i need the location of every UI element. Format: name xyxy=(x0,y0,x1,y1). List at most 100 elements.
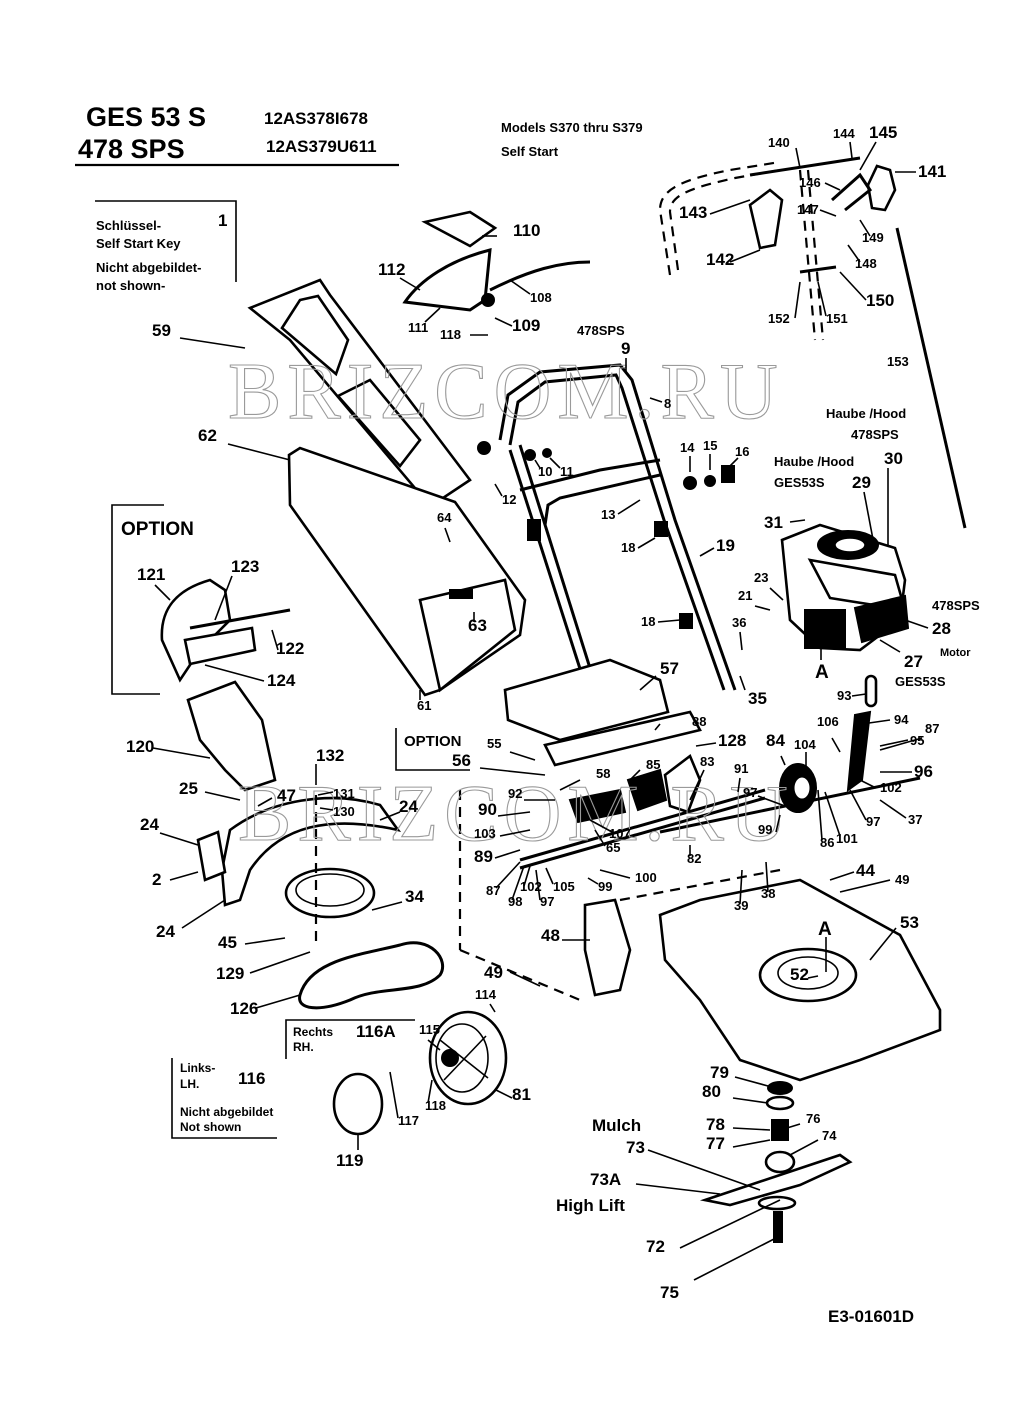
callout-97b: 97 xyxy=(743,785,757,800)
leader-line-93 xyxy=(851,693,867,697)
callout-53: 53 xyxy=(900,913,919,932)
callout-44: 44 xyxy=(856,861,875,880)
callout-16: 16 xyxy=(735,444,749,459)
callout-31: 31 xyxy=(764,513,783,532)
watermark-top: BRIZCOM.RU xyxy=(228,348,784,436)
callout-92: 92 xyxy=(508,786,522,801)
callout-86: 86 xyxy=(820,835,834,850)
leader-line-84 xyxy=(780,755,786,766)
callout-18a: 18 xyxy=(621,540,635,555)
callout-94: 94 xyxy=(894,712,909,727)
leader-line-37 xyxy=(879,799,907,819)
callout-147: 147 xyxy=(797,202,819,217)
callout-142: 142 xyxy=(706,250,734,269)
callout-91: 91 xyxy=(734,761,748,776)
leader-line-27 xyxy=(879,639,901,653)
rh-text-1: Rechts xyxy=(293,1025,333,1039)
leader-line-52 xyxy=(807,975,819,979)
leader-line-101 xyxy=(824,791,841,837)
callout-129: 129 xyxy=(216,964,244,983)
callout-81: 81 xyxy=(512,1085,531,1104)
leader-line-8 xyxy=(649,397,663,403)
leader-line-45 xyxy=(244,937,286,945)
hood-ges-label: Haube /Hood xyxy=(774,454,854,469)
callout-109: 109 xyxy=(512,316,540,335)
callout-101: 101 xyxy=(836,831,858,846)
callout-131: 131 xyxy=(333,786,355,801)
handle-478-label: 478SPS xyxy=(577,323,625,338)
callout-8: 8 xyxy=(664,396,671,411)
callout-24b: 24 xyxy=(140,815,159,834)
leader-line-112 xyxy=(399,277,421,291)
callout-132: 132 xyxy=(316,746,344,765)
leader-line-115 xyxy=(427,1039,441,1051)
callout-122: 122 xyxy=(276,639,304,658)
leader-line-99a xyxy=(775,814,781,833)
callout-119: 119 xyxy=(336,1151,363,1170)
callout-10: 10 xyxy=(538,464,552,479)
leader-line-34 xyxy=(371,901,403,911)
callout-95: 95 xyxy=(910,733,924,748)
leader-line-89 xyxy=(494,849,521,859)
leader-line-35 xyxy=(739,675,746,691)
leader-line-73A xyxy=(635,1183,721,1195)
callout-126: 126 xyxy=(230,999,258,1018)
leader-line-76 xyxy=(786,1123,801,1129)
callout-77: 77 xyxy=(706,1134,725,1153)
callout-116: 116 xyxy=(238,1069,265,1088)
engine-ges-label: GES53S xyxy=(895,674,946,689)
callout-12: 12 xyxy=(502,492,516,507)
leader-line-24a xyxy=(379,811,401,821)
leader-line-117 xyxy=(389,1071,399,1119)
leader-line-24c xyxy=(181,899,226,929)
callout-52: 52 xyxy=(790,965,809,984)
belt-guard xyxy=(196,795,402,948)
leader-line-149 xyxy=(859,219,871,237)
leader-line-105 xyxy=(545,867,554,885)
leader-line-74 xyxy=(789,1139,819,1156)
leader-line-58 xyxy=(559,779,581,791)
lh-text-2: LH. xyxy=(180,1077,199,1091)
callout-27: 27 xyxy=(904,652,923,671)
leader-line-87a xyxy=(879,737,923,751)
leader-line-91 xyxy=(737,777,741,793)
mulch-label: Mulch xyxy=(592,1116,641,1135)
ref-a-deck: A xyxy=(818,919,832,940)
mower-deck xyxy=(583,868,942,1082)
leader-line-29 xyxy=(863,491,876,551)
callout-128: 128 xyxy=(718,731,746,750)
leader-line-62 xyxy=(227,443,291,461)
callout-11: 11 xyxy=(560,464,574,479)
leader-line-102b xyxy=(523,865,531,887)
callout-116A: 116A xyxy=(356,1022,396,1041)
leader-line-106a xyxy=(831,737,841,753)
callout-98: 98 xyxy=(508,894,522,909)
callout-13: 13 xyxy=(601,507,615,522)
callout-35: 35 xyxy=(748,689,767,708)
callout-102b: 102 xyxy=(520,879,542,894)
leader-line-87b xyxy=(495,861,521,889)
callout-72: 72 xyxy=(646,1237,665,1256)
callout-29: 29 xyxy=(852,473,871,492)
leader-line-107 xyxy=(589,819,613,833)
leader-line-49a xyxy=(839,879,891,893)
leader-line-95 xyxy=(879,739,909,747)
leader-line-129 xyxy=(249,951,311,974)
callout-121: 121 xyxy=(137,565,165,584)
callout-15: 15 xyxy=(703,438,717,453)
callout-90: 90 xyxy=(478,800,497,819)
callout-107: 107 xyxy=(609,826,631,841)
leader-line-12 xyxy=(494,483,503,497)
leader-line-56 xyxy=(479,767,546,776)
callout-79: 79 xyxy=(710,1063,729,1082)
leader-line-103 xyxy=(499,829,531,837)
key-number: 1 xyxy=(218,211,227,230)
callout-47: 47 xyxy=(277,786,296,805)
rh-text-2: RH. xyxy=(293,1040,314,1054)
models-range: Models S370 thru S379 xyxy=(501,120,643,135)
callout-76: 76 xyxy=(806,1111,820,1126)
leader-line-25 xyxy=(204,791,241,801)
callout-106a: 106 xyxy=(817,714,839,729)
leader-line-53 xyxy=(869,927,897,961)
